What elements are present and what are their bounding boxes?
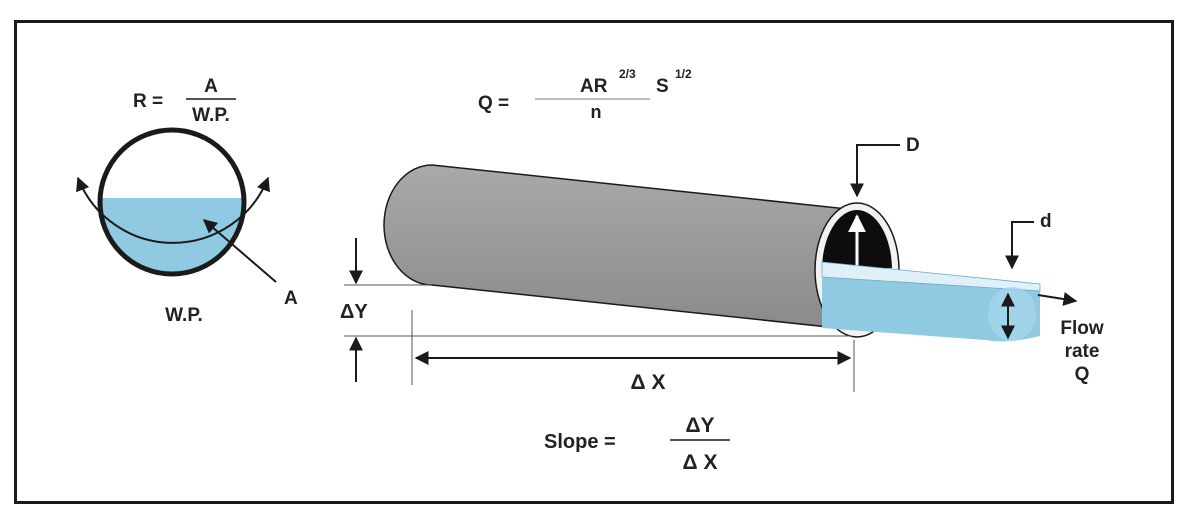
- slope-numerator: ΔY: [685, 414, 714, 437]
- flow-label-line3: Q: [1075, 364, 1090, 385]
- manning-lhs: Q =: [478, 93, 509, 114]
- stream-surface: [821, 261, 1041, 292]
- diameter-label: D: [906, 135, 920, 156]
- depth-leader: [1005, 221, 1034, 270]
- stream-body: [822, 277, 1040, 342]
- area-label: A: [284, 288, 298, 309]
- flow-label-line1: Flow: [1060, 318, 1103, 339]
- pipe-body: [383, 164, 858, 331]
- formula-r-numerator: A: [204, 76, 218, 97]
- manning-formula: Q = AR 2/3 S 1/2 n: [478, 67, 692, 122]
- hydraulic-radius-formula: R = A W.P.: [133, 76, 236, 126]
- delta-y-label: ΔY: [340, 301, 368, 323]
- wetted-perimeter-arrow: [76, 176, 270, 244]
- flow-arrow: [1037, 292, 1078, 306]
- diameter-leader: [850, 144, 900, 198]
- manning-exponent-1-2: 1/2: [675, 67, 692, 81]
- delta-y-dimension: [344, 238, 852, 382]
- manning-numerator-ar: AR: [580, 76, 608, 97]
- depth-label: d: [1040, 211, 1052, 232]
- pipe-cross-section: [97, 127, 247, 277]
- slope-formula: Slope = ΔY Δ X: [544, 414, 730, 474]
- slope-lhs: Slope =: [544, 431, 616, 453]
- manning-slope-term: S: [656, 76, 669, 97]
- formula-r-lhs: R =: [133, 91, 163, 112]
- area-pointer-arrow: [202, 219, 277, 283]
- delta-x-dimension: [411, 310, 855, 392]
- formula-r-denominator: W.P.: [192, 105, 230, 126]
- stream-end-face: [988, 287, 1036, 341]
- cross-section: [76, 127, 277, 283]
- slope-denominator: Δ X: [683, 451, 718, 474]
- manning-exponent-2-3: 2/3: [619, 67, 636, 81]
- delta-x-label: Δ X: [631, 371, 666, 394]
- manning-denominator: n: [591, 102, 602, 122]
- water-stream: [821, 261, 1078, 342]
- flow-label-line2: rate: [1065, 341, 1100, 362]
- wetted-perimeter-label: W.P.: [165, 305, 203, 326]
